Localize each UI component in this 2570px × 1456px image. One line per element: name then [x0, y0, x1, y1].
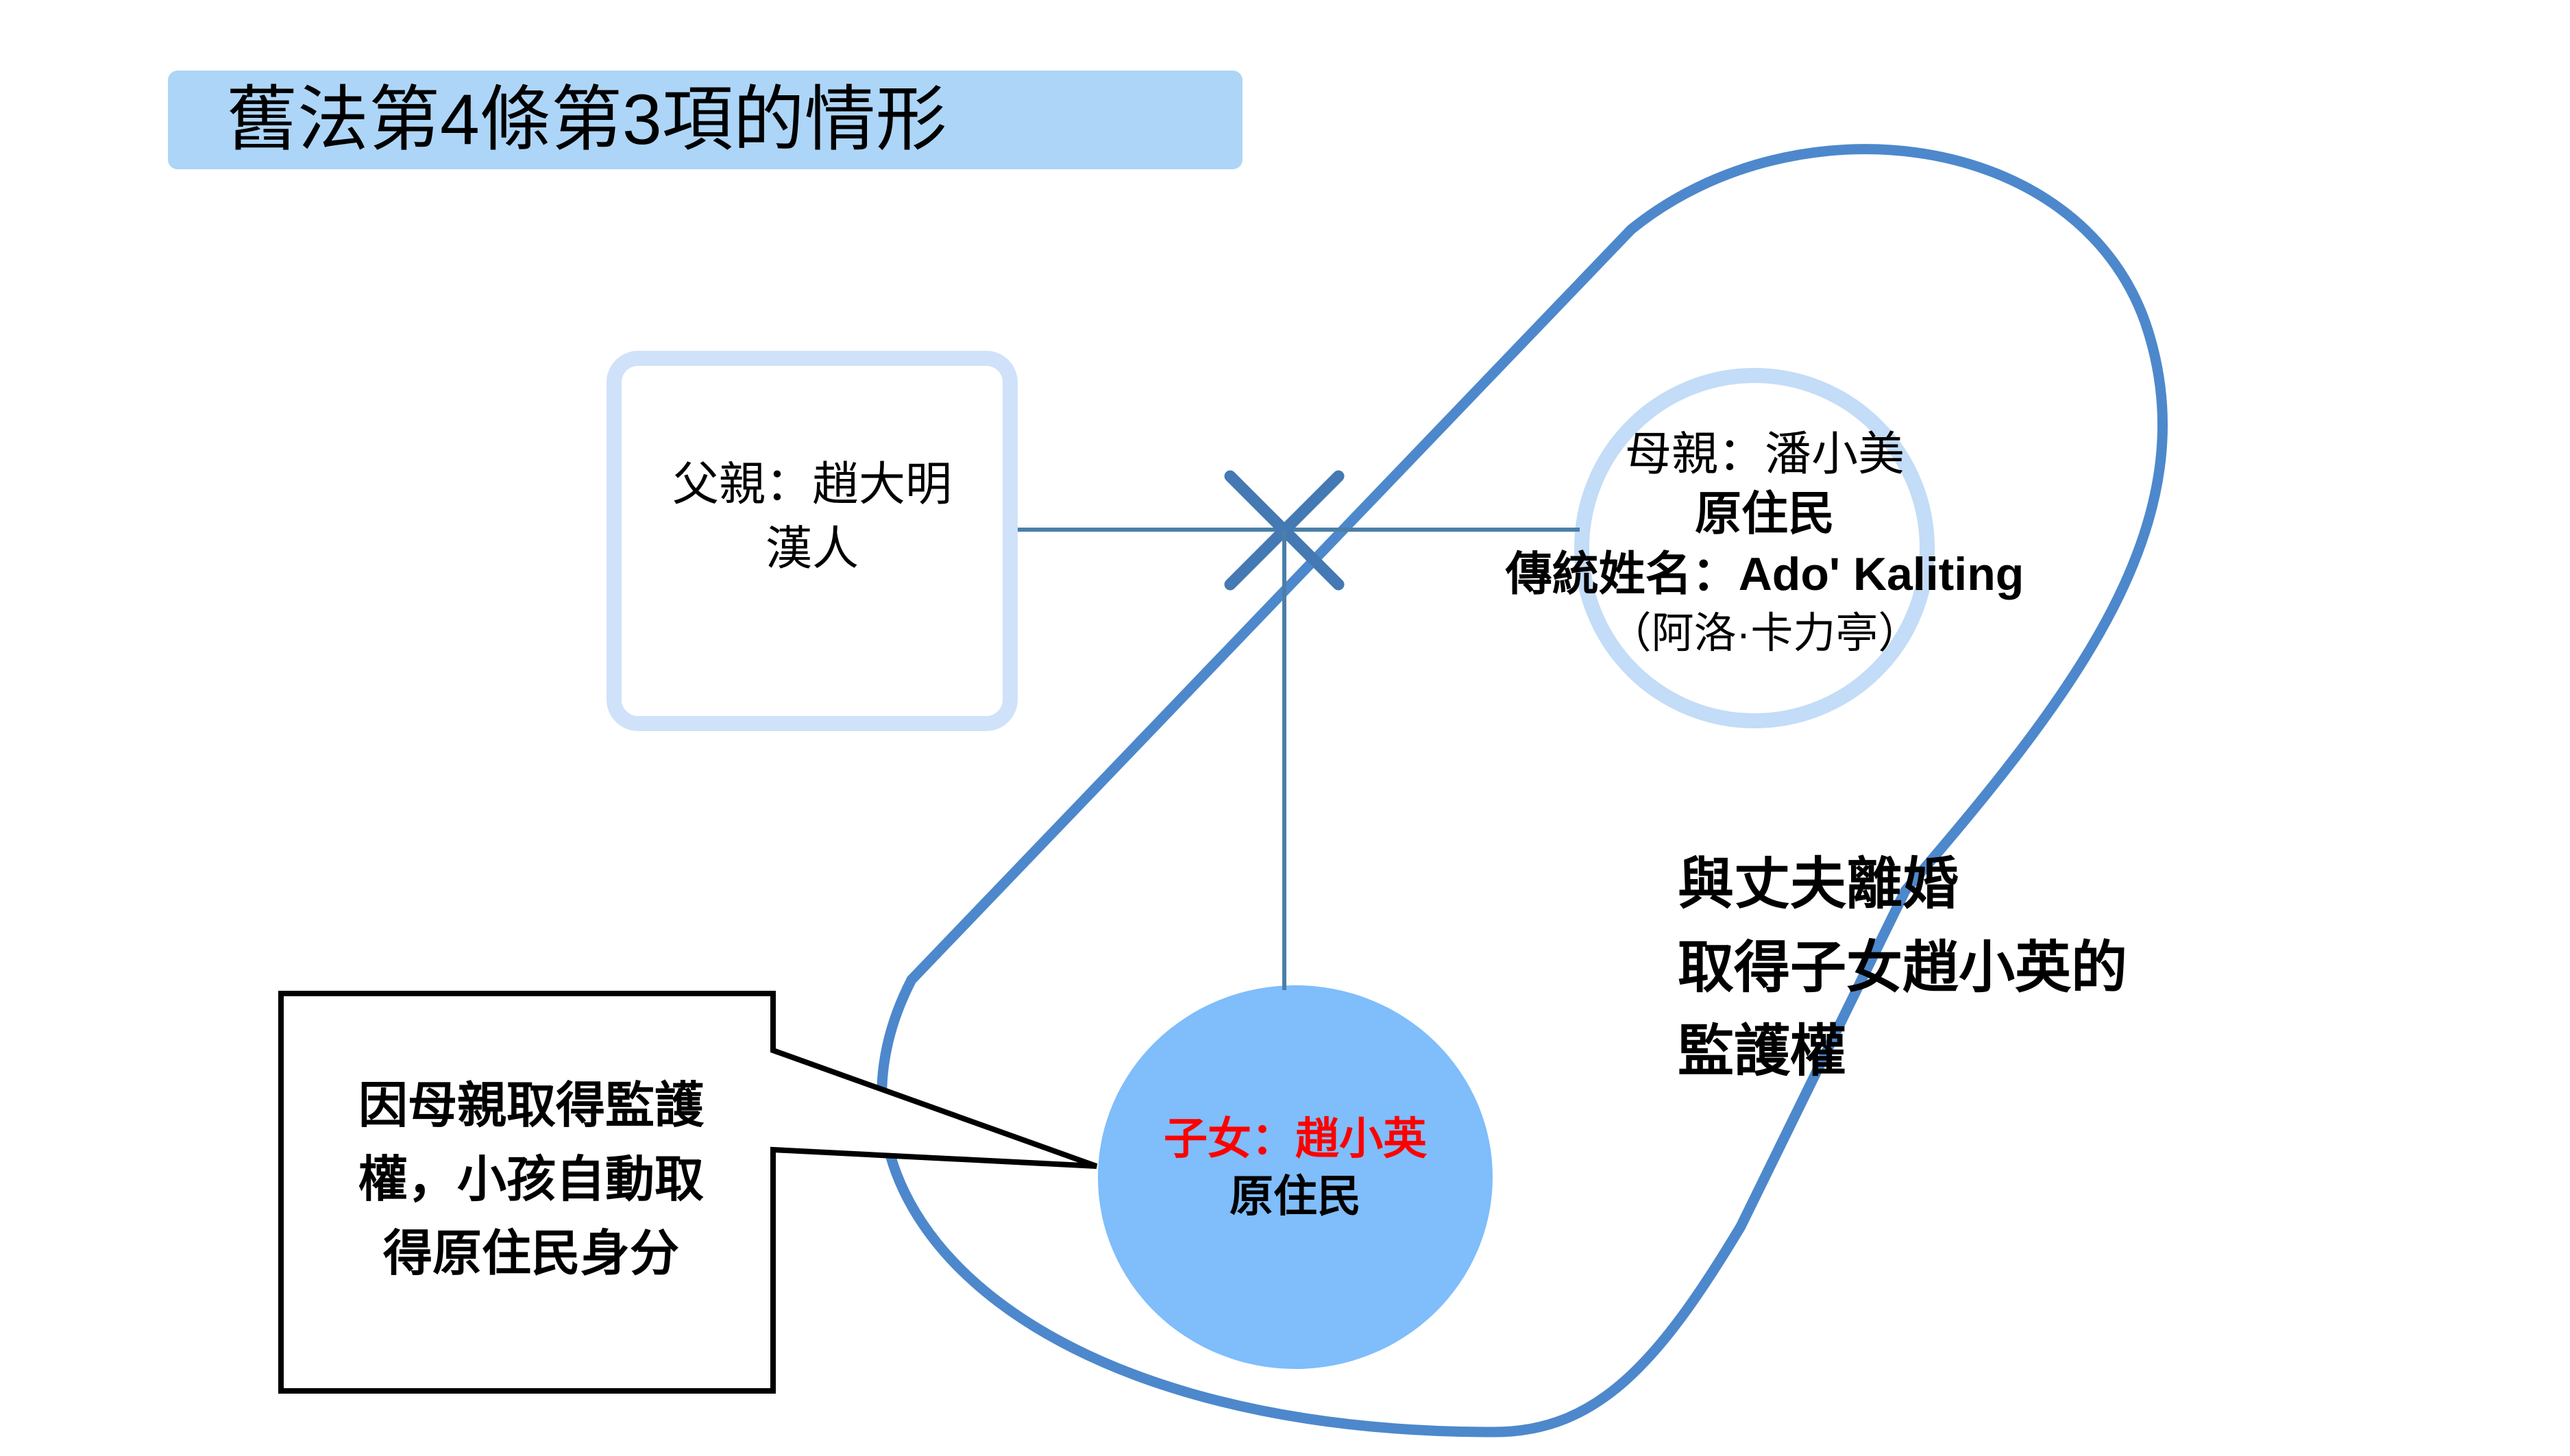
father-node-label: 父親：趙大明 漢人 [620, 452, 1004, 581]
child-ethnicity: 原住民 [1229, 1172, 1361, 1221]
child-node-label: 子女：趙小英 原住民 [1097, 1110, 1494, 1225]
mother-name: 母親：潘小美 [1624, 428, 1905, 480]
household-loop [877, 144, 2168, 1438]
mother-traditional-name-translit: （阿洛·卡力亭） [1608, 610, 1921, 657]
child-circle [1098, 985, 1493, 1369]
callout-shape [278, 991, 1098, 1394]
father-ethnicity: 漢人 [765, 523, 859, 575]
page-title: 舊法第4條第3項的情形 [226, 80, 947, 160]
mother-circle [1574, 368, 1935, 728]
divorce-note-line-3: 監護權 [1678, 1020, 1847, 1083]
callout-label: 因母親取得監護 權，小孩自動取 得原住民身分 [295, 1069, 768, 1291]
callout-line-1: 因母親取得監護 [358, 1078, 704, 1133]
mother-traditional-name: 傳統姓名：Ado' Kaliting [1505, 548, 2024, 600]
mother-ethnicity: 原住民 [1694, 488, 1835, 540]
father-node-box [607, 351, 1018, 731]
mother-node-label: 母親：潘小美 原住民 傳統姓名：Ado' Kaliting （阿洛·卡力亭） [1425, 425, 2104, 663]
father-name: 父親：趙大明 [672, 458, 952, 510]
callout-line-3: 得原住民身分 [382, 1226, 679, 1281]
divorce-note-line-1: 與丈夫離婚 [1678, 853, 1959, 915]
child-name: 子女：趙小英 [1164, 1114, 1427, 1163]
divorce-note-line-2: 取得子女趙小英的 [1678, 937, 2128, 999]
divorce-custody-note: 與丈夫離婚 取得子女趙小英的 監護權 [1678, 843, 2432, 1094]
title-background-band [168, 71, 1243, 169]
callout-line-2: 權，小孩自動取 [358, 1152, 704, 1207]
